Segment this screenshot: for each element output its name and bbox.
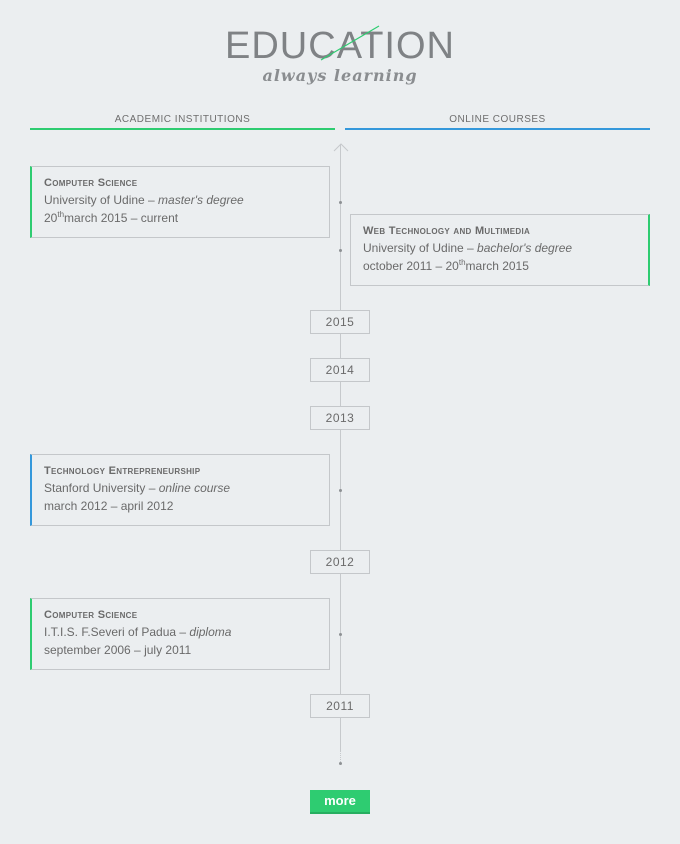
card-title: Computer Science (44, 177, 138, 189)
year-badge-2012: 2012 (310, 550, 370, 574)
card-title: Computer Science (44, 609, 138, 621)
title-slash-decoration (320, 25, 380, 61)
card-date: march 2012 – april 2012 (44, 499, 174, 513)
education-card-web-technology: Web Technology and Multimedia University… (350, 214, 650, 286)
card-degree: diploma (189, 625, 232, 639)
card-degree: master's degree (158, 193, 244, 207)
timeline-dot (339, 201, 342, 204)
academic-institutions-header: ACADEMIC INSTITUTIONS (114, 114, 251, 125)
education-card-computer-science-udine: Computer Science University of Udine – m… (30, 166, 330, 238)
timeline-dot (339, 249, 342, 252)
education-card-technology-entrepreneurship: Technology Entrepreneurship Stanford Uni… (30, 454, 330, 526)
card-institution: University of Udine – master's degree (44, 193, 244, 207)
card-degree: online course (158, 481, 231, 495)
year-badge-2015: 2015 (310, 310, 370, 334)
education-card-computer-science-itis: Computer Science I.T.I.S. F.Severi of Pa… (30, 598, 330, 670)
card-date: 20thmarch 2015 – current (44, 210, 179, 226)
year-badge-2014: 2014 (310, 358, 370, 382)
year-badge-2013: 2013 (310, 406, 370, 430)
page-subtitle: always learning (262, 66, 418, 85)
timeline-arrow-icon (333, 143, 349, 152)
card-degree: bachelor's degree (477, 241, 573, 255)
card-title: Web Technology and Multimedia (363, 225, 531, 237)
academic-institutions-underline (30, 128, 335, 130)
timeline-dot (339, 762, 342, 765)
card-date: september 2006 – july 2011 (44, 643, 192, 657)
timeline-dot (339, 633, 342, 636)
online-courses-header: ONLINE COURSES (449, 114, 546, 125)
year-badge-2011: 2011 (310, 694, 370, 718)
card-institution: Stanford University – online course (44, 481, 231, 495)
timeline-axis (340, 144, 341, 750)
timeline-dotted-end (340, 750, 342, 762)
more-button[interactable]: more (310, 790, 370, 814)
online-courses-underline (345, 128, 650, 130)
card-institution: University of Udine – bachelor's degree (363, 241, 573, 255)
card-institution: I.T.I.S. F.Severi of Padua – diploma (44, 625, 232, 639)
card-title: Technology Entrepreneurship (44, 465, 201, 477)
card-date: october 2011 – 20thmarch 2015 (363, 258, 529, 274)
page-title: EDUCATION (225, 25, 455, 67)
timeline-dot (339, 489, 342, 492)
